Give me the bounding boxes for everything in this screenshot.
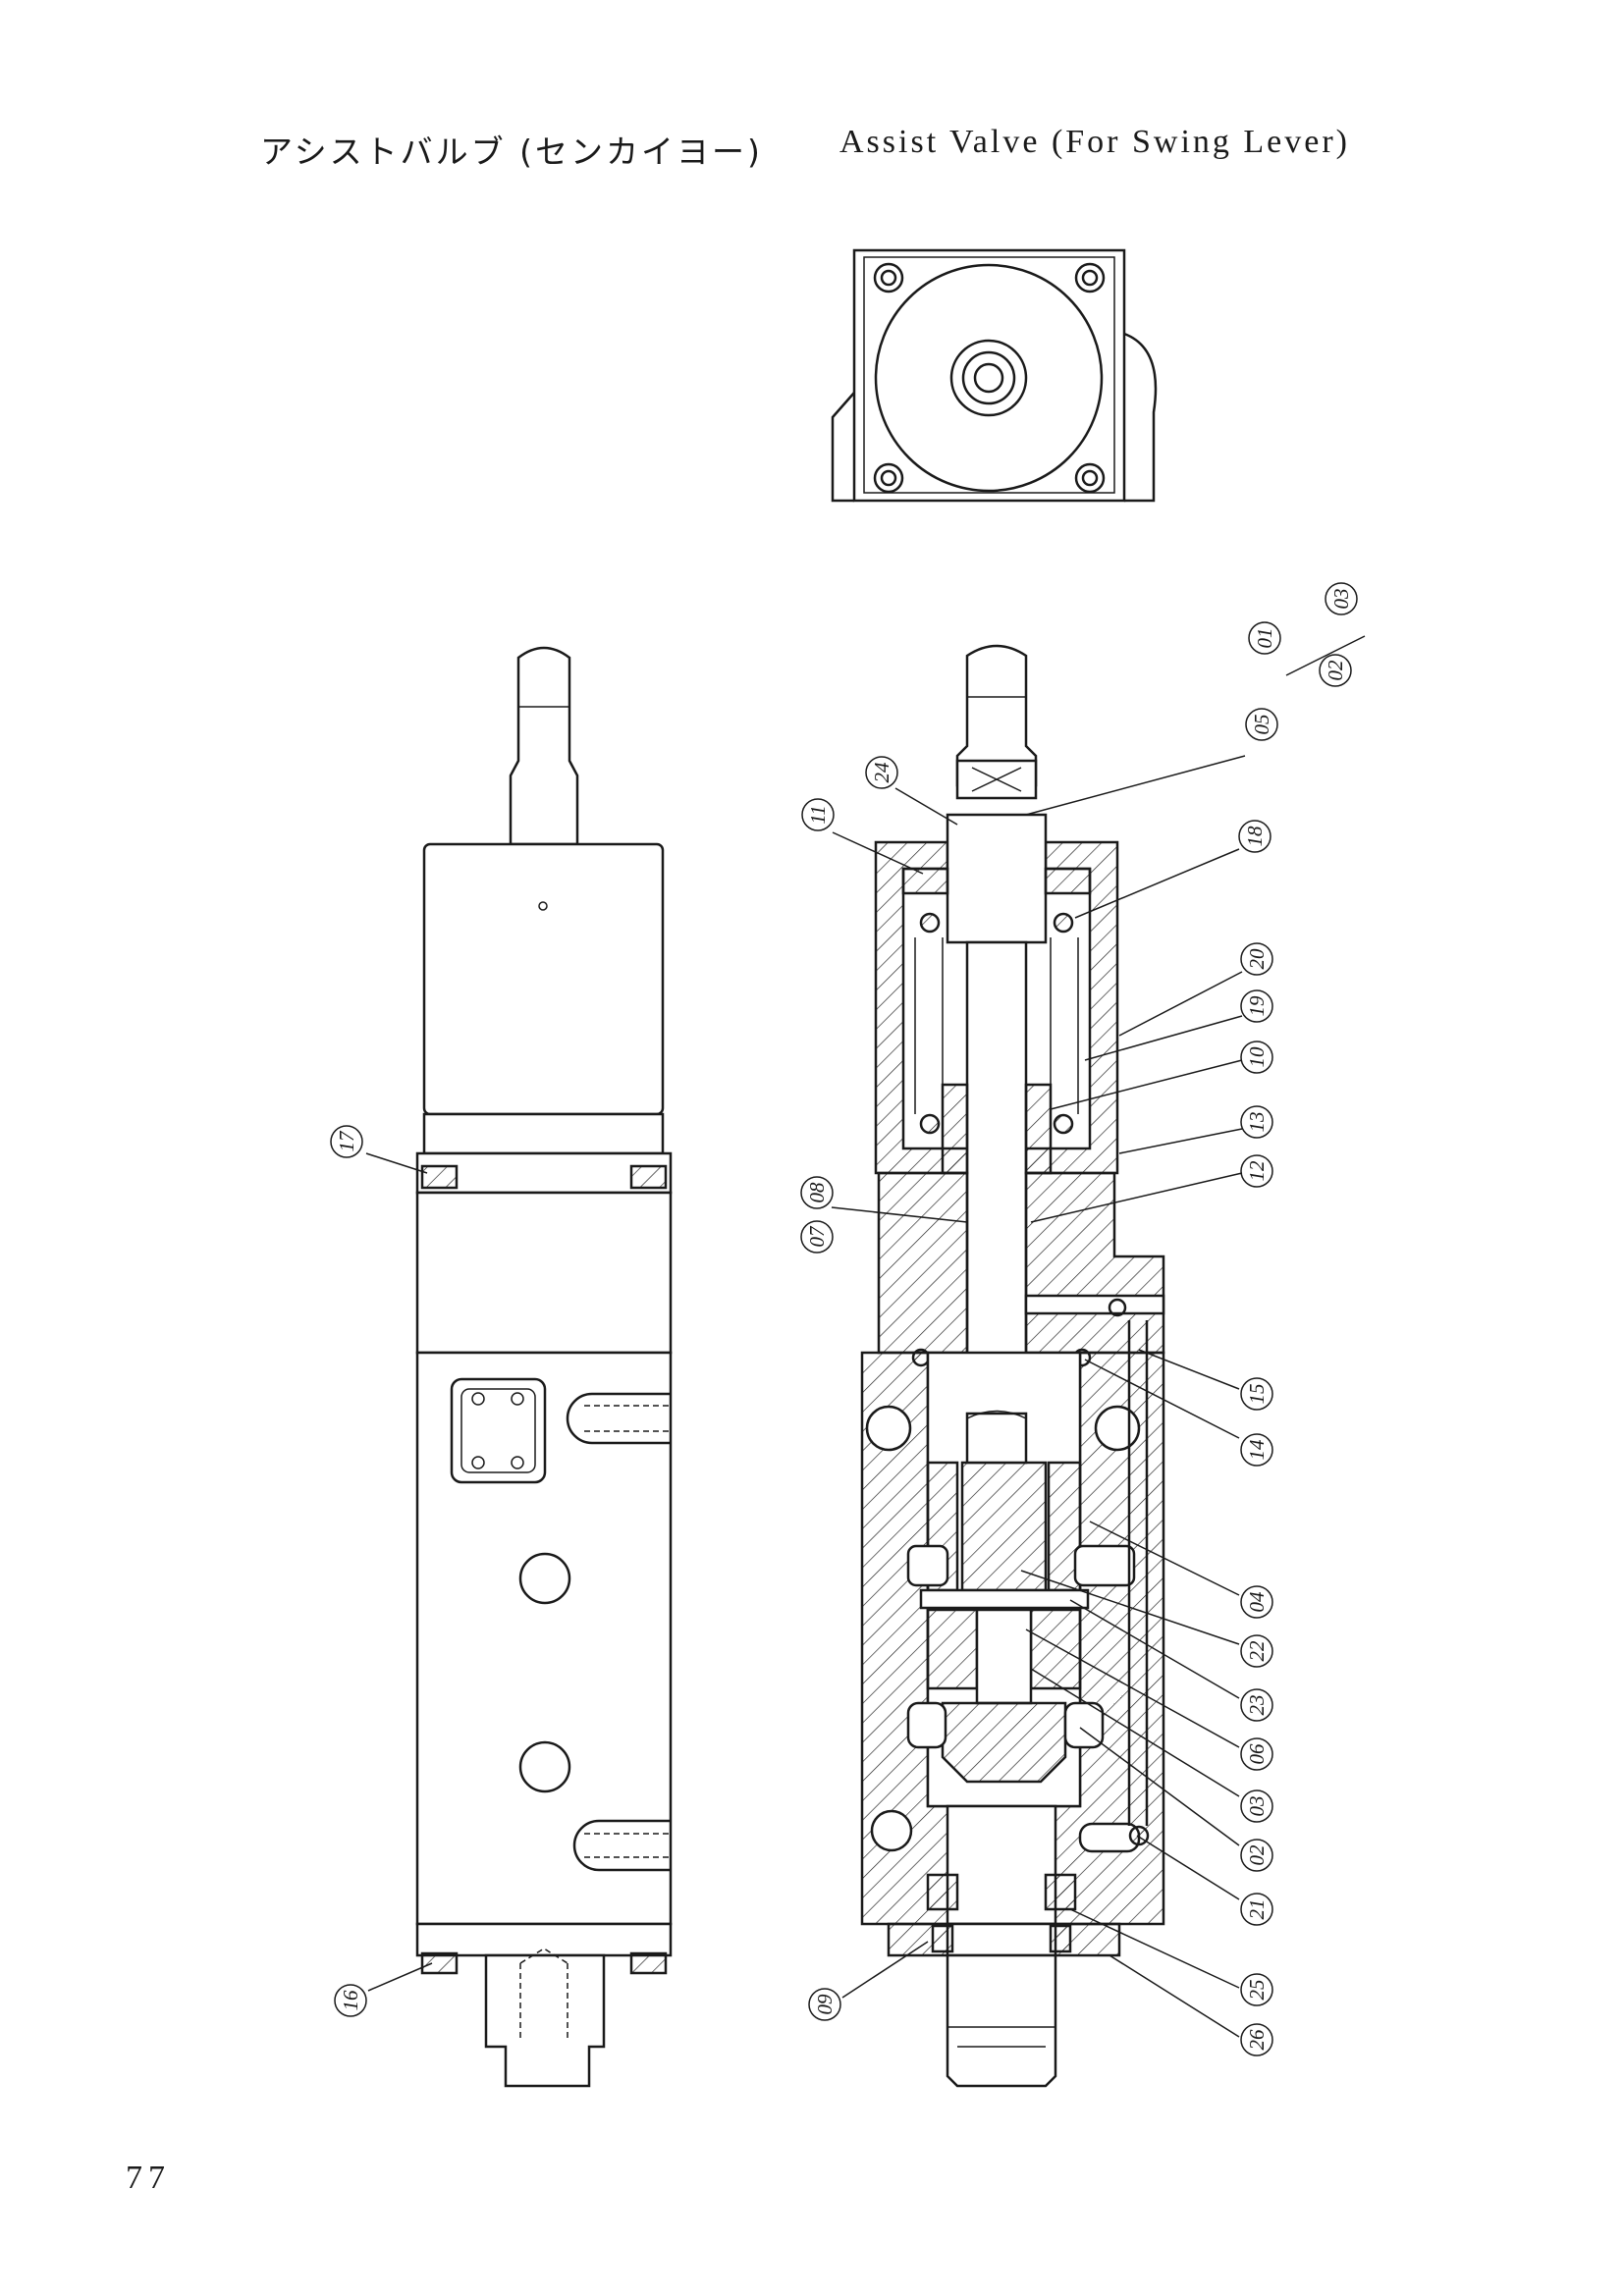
callout-03-top: 03 bbox=[1325, 582, 1358, 615]
side-view-rod bbox=[509, 646, 579, 846]
callout-11: 11 bbox=[801, 798, 835, 831]
side-view-ring-lower bbox=[415, 1922, 673, 1957]
section-guide-right bbox=[1024, 1171, 1165, 1355]
callout-21: 21 bbox=[1240, 1893, 1273, 1926]
top-view-rod-end bbox=[973, 362, 1004, 394]
callout-13: 13 bbox=[1240, 1105, 1273, 1139]
callout-20: 20 bbox=[1240, 942, 1273, 976]
callout-14: 14 bbox=[1240, 1433, 1273, 1467]
svg-text:10: 10 bbox=[1245, 1046, 1269, 1068]
svg-text:26: 26 bbox=[1245, 2029, 1269, 2051]
side-view-seal-17-left bbox=[420, 1164, 459, 1190]
svg-text:02: 02 bbox=[1324, 660, 1347, 681]
callout-19: 19 bbox=[1240, 989, 1273, 1023]
side-view-neck bbox=[422, 1112, 665, 1155]
top-view-bolts bbox=[873, 262, 1106, 494]
callout-15: 15 bbox=[1240, 1377, 1273, 1411]
section-port-left-upper bbox=[865, 1405, 912, 1452]
top-view-cap bbox=[874, 263, 1104, 493]
top-view-boss-inner bbox=[961, 350, 1016, 405]
svg-text:14: 14 bbox=[1245, 1439, 1269, 1461]
callout-07: 07 bbox=[800, 1220, 834, 1254]
svg-text:24: 24 bbox=[870, 762, 893, 783]
section-lower-rod-housing bbox=[946, 1804, 1057, 1926]
callout-12: 12 bbox=[1240, 1154, 1273, 1188]
callout-18: 18 bbox=[1238, 820, 1271, 853]
side-view-window bbox=[450, 1377, 547, 1484]
top-view-boss bbox=[949, 339, 1028, 417]
section-guide-left bbox=[877, 1171, 969, 1355]
svg-text:17: 17 bbox=[335, 1130, 358, 1152]
svg-text:16: 16 bbox=[339, 1990, 362, 2011]
svg-text:12: 12 bbox=[1245, 1160, 1269, 1182]
top-view-body bbox=[852, 248, 1126, 503]
side-view-cap bbox=[422, 842, 665, 1116]
svg-text:20: 20 bbox=[1245, 948, 1269, 970]
svg-text:13: 13 bbox=[1245, 1112, 1269, 1133]
svg-text:15: 15 bbox=[1245, 1384, 1269, 1405]
svg-text:06: 06 bbox=[1245, 1743, 1269, 1765]
svg-text:02: 02 bbox=[1245, 1844, 1269, 1866]
svg-text:07: 07 bbox=[805, 1225, 829, 1248]
side-view-bottom-port bbox=[484, 1953, 606, 2088]
callout-10: 10 bbox=[1240, 1041, 1273, 1074]
top-view-left-lug bbox=[831, 392, 855, 503]
callout-25: 25 bbox=[1240, 1973, 1273, 2006]
side-view bbox=[415, 646, 673, 2088]
callout-05: 05 bbox=[1245, 708, 1278, 741]
callout-26: 26 bbox=[1240, 2023, 1273, 2056]
top-view-flange bbox=[863, 256, 1115, 494]
callout-01: 01 bbox=[1248, 621, 1281, 655]
svg-text:22: 22 bbox=[1245, 1640, 1269, 1662]
callout-22: 22 bbox=[1240, 1634, 1273, 1668]
callout-03-bottom: 03 bbox=[1240, 1789, 1273, 1823]
callout-02-bottom: 02 bbox=[1240, 1839, 1273, 1872]
section-view bbox=[860, 644, 1165, 2088]
svg-text:03: 03 bbox=[1329, 589, 1353, 610]
svg-text:01: 01 bbox=[1253, 628, 1276, 649]
top-view-right-lug bbox=[1123, 332, 1158, 503]
section-spring-retainer bbox=[946, 813, 1048, 944]
callout-16: 16 bbox=[334, 1984, 367, 2017]
svg-text:04: 04 bbox=[1245, 1591, 1269, 1613]
callout-17: 17 bbox=[330, 1125, 363, 1158]
callout-09: 09 bbox=[808, 1988, 841, 2021]
svg-text:03: 03 bbox=[1245, 1796, 1269, 1817]
callout-24: 24 bbox=[865, 756, 898, 789]
side-view-port-upper bbox=[518, 1552, 571, 1605]
page-number: 77 bbox=[126, 2160, 171, 2196]
svg-text:09: 09 bbox=[813, 1994, 837, 2015]
svg-text:25: 25 bbox=[1245, 1980, 1269, 2001]
callout-23: 23 bbox=[1240, 1688, 1273, 1722]
title-japanese: アシストバルブ (センカイヨー) bbox=[260, 133, 763, 171]
svg-text:08: 08 bbox=[805, 1182, 829, 1203]
svg-text:11: 11 bbox=[806, 805, 830, 824]
svg-text:21: 21 bbox=[1245, 1899, 1269, 1920]
callout-02-top: 02 bbox=[1319, 654, 1352, 687]
callout-08: 08 bbox=[800, 1176, 834, 1209]
title-english: Assist Valve (For Swing Lever) bbox=[839, 124, 1350, 160]
section-spool-lower bbox=[975, 1608, 1033, 1705]
svg-text:18: 18 bbox=[1243, 826, 1267, 847]
section-bottom-rod bbox=[946, 1953, 1057, 2088]
svg-text:19: 19 bbox=[1245, 995, 1269, 1017]
svg-text:05: 05 bbox=[1250, 715, 1273, 735]
callout-04: 04 bbox=[1240, 1585, 1273, 1619]
side-view-ring-upper bbox=[415, 1151, 673, 1195]
leader-lines bbox=[365, 635, 1366, 2038]
svg-text:23: 23 bbox=[1245, 1695, 1269, 1716]
callout-06: 06 bbox=[1240, 1737, 1273, 1771]
side-view-seal-16-left bbox=[420, 1951, 459, 1975]
section-spool-upper bbox=[960, 1461, 1048, 1592]
top-view bbox=[831, 248, 1158, 503]
side-view-cylinder bbox=[415, 1191, 673, 1355]
section-piston-rod bbox=[965, 940, 1028, 1357]
side-view-port-lower bbox=[518, 1740, 571, 1793]
